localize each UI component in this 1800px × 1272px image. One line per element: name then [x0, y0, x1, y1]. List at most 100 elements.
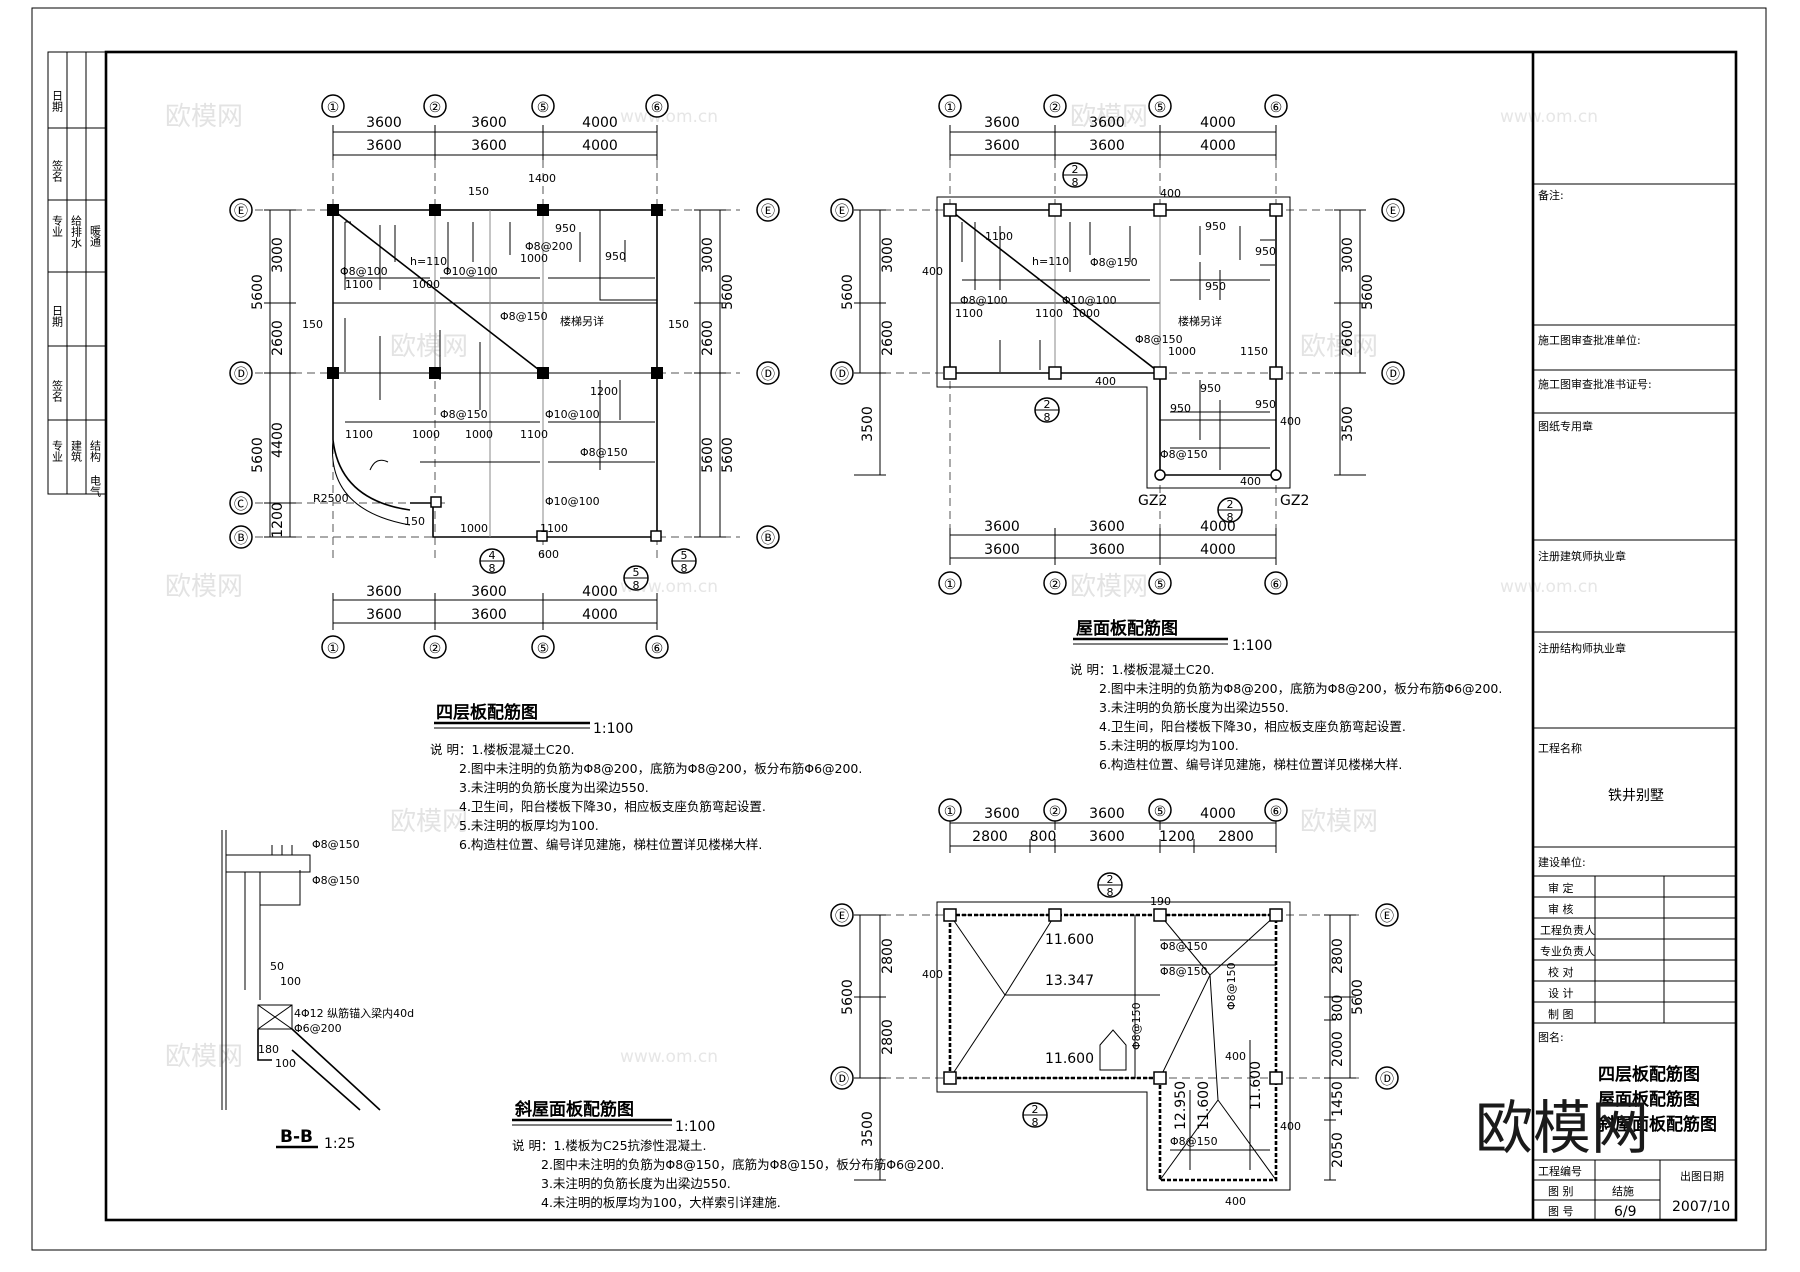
note-line: 6.构造柱位置、编号详见建施，梯柱位置详见楼梯大样.	[459, 837, 762, 852]
dim-right: 2600	[700, 320, 716, 356]
dim-left-total: 5600	[840, 979, 856, 1015]
dim-span-2: 3600	[471, 607, 507, 623]
section-callout-sheet: 8	[1032, 1116, 1039, 1129]
dim-left: 3000	[270, 237, 286, 273]
dim-right: 2600	[1340, 320, 1356, 356]
tb-client: 建设单位:	[1538, 855, 1586, 869]
axis-bubble-e: Ⓔ	[835, 204, 849, 220]
dim-slope-span: 3600	[1089, 829, 1125, 845]
dim-400: 400	[1225, 1195, 1246, 1208]
plan-scale: 1:100	[1232, 638, 1272, 654]
length-label: 950	[555, 222, 576, 235]
rebar-label: Φ8@150	[312, 838, 360, 851]
rebar-label: Φ8@150	[1225, 962, 1238, 1010]
dim-left: 2800	[880, 1019, 896, 1055]
section-callout-sheet: 8	[633, 579, 640, 592]
dim-left-total: 5600	[250, 274, 266, 310]
axis-bubble-d: Ⓓ	[1380, 1072, 1394, 1088]
dim-span-3: 4000	[1200, 519, 1236, 535]
section-callout-number: 2	[1107, 873, 1114, 886]
tb-category: 结施	[1612, 1185, 1634, 1198]
dim-left: 4400	[270, 422, 286, 458]
elevation-label: 11.600	[1045, 1051, 1094, 1067]
dim-right: 800	[1330, 995, 1346, 1022]
elevation-label: 11.600	[1045, 932, 1094, 948]
dim-span-3: 4000	[1200, 806, 1236, 822]
dim-span-1: 3600	[366, 115, 402, 131]
dim-400: 400	[1280, 415, 1301, 428]
axis-bubble-b: Ⓑ	[761, 531, 775, 547]
brand-watermark: 欧模网	[1475, 1094, 1649, 1162]
axis-bubble-2: ②	[1049, 804, 1062, 820]
plan-title: 屋面板配筋图	[1076, 618, 1178, 639]
left-signature-strip: 日期 签名 专业 给排水 暖通 日期 签名 专业 建筑 结构 电气	[47, 51, 107, 497]
axis-bubble-1: ①	[944, 100, 957, 116]
dim-span-1: 3600	[984, 806, 1020, 822]
strip-sign-2: 签名	[51, 379, 64, 402]
dim-span-2: 3600	[1089, 115, 1125, 131]
axis-bubble-d: Ⓓ	[835, 367, 849, 383]
note-line: 说 明：1.楼板为C25抗渗性混凝土.	[512, 1138, 707, 1153]
section-callout-sheet: 8	[1107, 886, 1114, 899]
dim-slope-span: 2800	[1218, 829, 1254, 845]
rebar-label: Φ8@150	[1135, 333, 1183, 346]
rebar-label: Φ8@150	[1160, 965, 1208, 978]
roof-slab-plan: 3600 3600 4000 3600 3600 4000 ① ② ⑤ ⑥	[830, 94, 1502, 772]
strip-plumbing: 给排水	[70, 215, 83, 248]
length-label: 1000	[412, 428, 440, 441]
axis-bubble-1: ①	[327, 641, 340, 657]
rebar-label: Φ8@200	[525, 240, 573, 253]
rebar-label: Φ8@150	[1090, 256, 1138, 269]
strip-electrical: 电气	[89, 475, 102, 497]
dim-400: 400	[1280, 1120, 1301, 1133]
section-callout-number: 2	[1032, 1103, 1039, 1116]
dim-right: 5600	[700, 437, 716, 473]
note-line: 说 明：1.楼板混凝土C20.	[430, 742, 575, 757]
watermark-text: 欧模网	[390, 807, 468, 837]
axis-bubble-d: Ⓓ	[835, 1072, 849, 1088]
axis-bubble-5: ⑤	[1154, 577, 1167, 593]
tb-architect-seal: 注册建筑师执业章	[1538, 549, 1626, 563]
dim-span-1: 3600	[366, 138, 402, 154]
rebar-label: Φ8@150	[500, 310, 548, 323]
strip-hvac: 暖通	[89, 225, 102, 247]
axis-bubble-d: Ⓓ	[234, 367, 248, 383]
dim-600: 600	[538, 548, 559, 561]
axis-bubble-5: ⑤	[1154, 804, 1167, 820]
axis-bubble-e: Ⓔ	[1380, 909, 1394, 925]
length-label: 950	[605, 250, 626, 263]
dim-slope-span: 800	[1030, 829, 1057, 845]
elevation-label: 12.950	[1173, 1081, 1189, 1130]
axis-bubble-d: Ⓓ	[761, 367, 775, 383]
axis-bubble-1: ①	[944, 804, 957, 820]
section-callout-number: 2	[1227, 498, 1234, 511]
section-callout-number: 5	[633, 566, 640, 579]
rebar-label: Φ8@100	[960, 294, 1008, 307]
tb-project-label: 工程名称	[1538, 741, 1582, 755]
dim-span-1: 3600	[984, 115, 1020, 131]
axis-bubble-1: ①	[327, 100, 340, 116]
axis-bubble-e: Ⓔ	[761, 204, 775, 220]
axis-bubble-b: Ⓑ	[234, 531, 248, 547]
length-label: 1100	[955, 307, 983, 320]
length-label: 1000	[460, 522, 488, 535]
dim-left-total: 5600	[840, 274, 856, 310]
rebar-label: Φ6@200	[294, 1022, 342, 1035]
dim-400: 400	[1095, 375, 1116, 388]
dim-span-2: 3600	[1089, 519, 1125, 535]
rebar-label: Φ8@150	[1160, 940, 1208, 953]
section-callout-sheet: 8	[1227, 511, 1234, 524]
strip-sign-1: 签名	[51, 159, 64, 182]
axis-bubble-6: ⑥	[1270, 804, 1283, 820]
dim-190: 190	[1150, 895, 1171, 908]
dim-label: 100	[280, 975, 301, 988]
length-label: 1100	[520, 428, 548, 441]
strip-architecture: 建筑	[70, 439, 83, 462]
axis-bubble-1: ①	[944, 577, 957, 593]
length-label: 950	[1255, 398, 1276, 411]
fourth-floor-slab-plan: 3600 3600 4000 3600 3600 4000 ① ② ⑤ ⑥	[229, 94, 862, 852]
rebar-label: Φ8@150	[1170, 1135, 1218, 1148]
tb-project-name: 铁井别墅	[1608, 788, 1664, 804]
dim-span-2: 3600	[471, 115, 507, 131]
note-line: 3.未注明的负筋长度为出梁边550.	[459, 780, 649, 795]
